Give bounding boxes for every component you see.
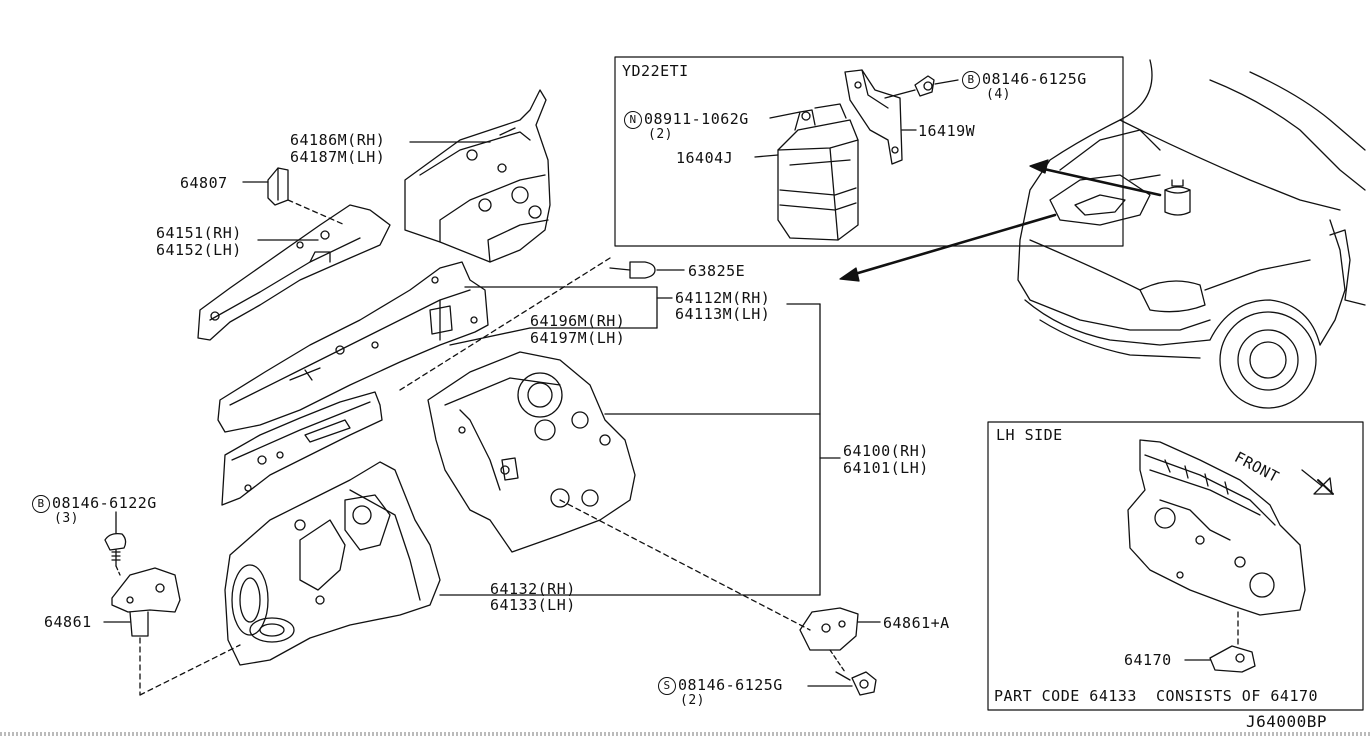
lh-side-panel-drawing: [1127, 439, 1334, 673]
lh-side-inset-frame: [987, 421, 1364, 711]
part-number: 08146-6125G: [982, 70, 1087, 88]
callout-64133-lh: 64133(LH): [490, 596, 576, 614]
callout-16404j: 16404J: [676, 149, 734, 167]
part-code-note: PART CODE 64133 CONSISTS OF 64170: [994, 687, 1319, 705]
callout-64151-rh: 64151(RH): [156, 224, 242, 242]
b-prefix-icon: B: [32, 495, 50, 513]
part-number: 08911-1062G: [644, 110, 749, 128]
callout-63825e: 63825E: [688, 262, 746, 280]
engine-inset-title: YD22ETI: [622, 62, 689, 80]
callout-64100-rh: 64100(RH): [843, 442, 929, 460]
callout-64112m-rh: 64112M(RH): [675, 289, 771, 307]
callout-64187m-lh: 64187M(LH): [290, 148, 386, 166]
main-exploded-view: [103, 89, 881, 696]
s-prefix-icon: S: [658, 677, 676, 695]
vehicle-front-drawing: [839, 59, 1366, 409]
qty-08146-6122g: (3): [54, 511, 79, 526]
engine-inset-parts: [754, 69, 959, 241]
diagram-code: J64000BP: [1246, 712, 1328, 731]
bottom-border: [0, 732, 1370, 736]
callout-64101-lh: 64101(LH): [843, 459, 929, 477]
qty-08146-6125g-s: (2): [680, 693, 705, 708]
lh-side-title: LH SIDE: [996, 426, 1063, 444]
callout-64186m-rh: 64186M(RH): [290, 131, 386, 149]
callout-16419w: 16419W: [918, 122, 976, 140]
callout-64132-rh: 64132(RH): [490, 580, 576, 598]
callout-64861a: 64861+A: [883, 614, 950, 632]
b-prefix-icon: B: [962, 71, 980, 89]
callout-64861: 64861: [44, 613, 92, 631]
callout-64807: 64807: [180, 174, 228, 192]
callout-64152-lh: 64152(LH): [156, 241, 242, 259]
engine-inset-frame: [614, 56, 1124, 247]
callout-64197m-lh: 64197M(LH): [530, 329, 626, 347]
part-number: 08146-6125G: [678, 676, 783, 694]
qty-08911-1062g: (2): [648, 127, 673, 142]
callout-64113m-lh: 64113M(LH): [675, 305, 771, 323]
part-number: 08146-6122G: [52, 494, 157, 512]
n-prefix-icon: N: [624, 111, 642, 129]
qty-08146-6125g-b: (4): [986, 87, 1011, 102]
callout-64170: 64170: [1124, 651, 1172, 669]
callout-64196m-rh: 64196M(RH): [530, 312, 626, 330]
